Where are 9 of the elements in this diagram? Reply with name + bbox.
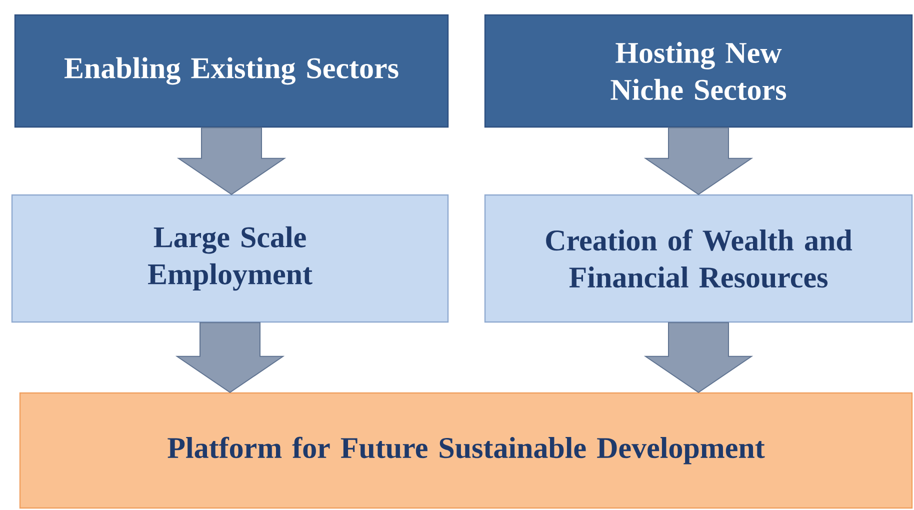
block-arrow bbox=[644, 127, 754, 195]
block-arrow bbox=[644, 322, 754, 393]
process-box: Creation of Wealth and Financial Resources bbox=[484, 194, 913, 323]
process-box: Large Scale Employment bbox=[11, 194, 449, 323]
banner: Platform for Future Sustainable Development bbox=[19, 392, 913, 509]
process-box: Enabling Existing Sectors bbox=[14, 14, 449, 128]
block-arrow bbox=[175, 322, 285, 393]
block-arrow bbox=[176, 127, 286, 195]
process-box: Hosting New Niche Sectors bbox=[484, 14, 913, 128]
